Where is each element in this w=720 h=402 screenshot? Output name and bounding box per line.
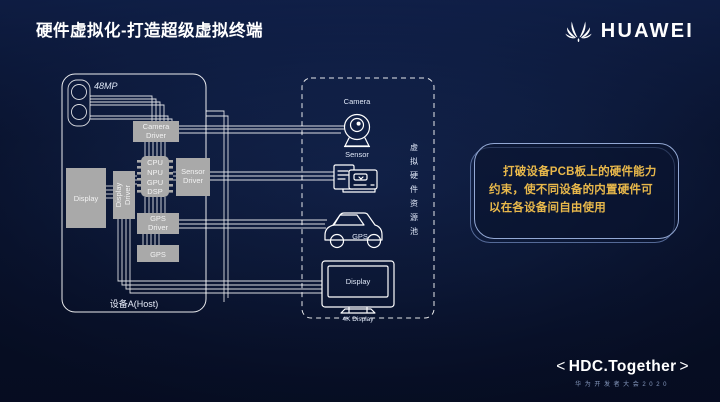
pool-display-caption: 4K Display (342, 316, 374, 323)
pool-sensor-label: Sensor (345, 150, 369, 159)
block-sensor-driver: Sensor Driver (176, 158, 210, 196)
host-device-outline (61, 73, 207, 313)
soc-label-gpu: GPU (147, 178, 163, 187)
virtual-pool-box (301, 77, 435, 319)
monitor-icon (321, 260, 395, 314)
block-gps-driver: GPS Driver (137, 213, 179, 234)
camera-bus-lines (90, 95, 173, 122)
soc-label-npu: NPU (147, 168, 163, 177)
callout-inner-border: 打破设备PCB板上的硬件能力约束，使不同设备的内置硬件可以在各设备间自由使用 (474, 143, 679, 239)
block-display-driver: Display Driver (113, 171, 135, 219)
display-driver-label-2: Driver (123, 184, 132, 205)
webcam-icon (343, 113, 371, 148)
brand-name-label: HUAWEI (600, 20, 694, 42)
huawei-flower-icon (565, 21, 592, 42)
display-driver-label-1: Display (114, 182, 123, 207)
footer-hdc-label: HDC.Together (568, 358, 677, 375)
soc-label-cpu: CPU (147, 158, 163, 167)
gps-driver-to-gps-lines (142, 234, 160, 245)
camera-mp-label: 48MP (94, 81, 118, 91)
display-to-driver-lines (106, 185, 113, 199)
callout-box: 打破设备PCB板上的硬件能力约束，使不同设备的内置硬件可以在各设备间自由使用 (470, 143, 679, 243)
block-display: Display (66, 168, 106, 228)
host-device-label: 设备A(Host) (110, 298, 159, 309)
soc-label-dsp: DSP (147, 187, 162, 196)
pool-camera-label: Camera (344, 97, 372, 106)
driver-to-soc-lines (135, 175, 137, 185)
footer-angle-close: > (679, 358, 689, 375)
camera-driver-to-soc-lines (144, 142, 166, 157)
camera-driver-label-2: Driver (146, 131, 167, 140)
gps-driver-label-2: Driver (148, 223, 169, 232)
display-block-label: Display (74, 194, 99, 203)
pool-display-label: Display (346, 277, 371, 286)
sensor-driver-label-2: Driver (183, 176, 204, 185)
huawei-brand: HUAWEI (565, 20, 694, 43)
page-title: 硬件虚拟化-打造超级虚拟终端 (36, 22, 263, 40)
footer-angle-open: < (556, 358, 566, 375)
sensor-driver-label-1: Sensor (181, 167, 205, 176)
soc-to-gps-driver-lines (144, 197, 166, 213)
footer-logo: <HDC.Together> 华为开发者大会2020 (553, 358, 692, 388)
virtual-pool-vertical-label: 虚拟硬件资源池 (410, 142, 418, 236)
footer-sub-text: 华为开发者大会2020 (575, 382, 671, 388)
callout-text: 打破设备PCB板上的硬件能力约束，使不同设备的内置硬件可以在各设备间自由使用 (489, 166, 657, 214)
footer-main-text: <HDC.Together> (553, 358, 692, 376)
virtualization-bus-lines (117, 110, 344, 302)
block-camera-driver: Camera Driver (133, 121, 179, 142)
block-gps: GPS (137, 245, 179, 262)
block-soc-chip: CPU NPU GPU DSP (137, 156, 173, 197)
gps-driver-label-1: GPS (150, 214, 166, 223)
sensor-device-icon (333, 164, 378, 193)
car-icon (324, 212, 383, 249)
gps-block-label: GPS (150, 250, 166, 259)
camera-module-48mp (67, 79, 91, 127)
camera-driver-label-1: Camera (143, 122, 171, 131)
svg-text:虚拟硬件资源池: 虚拟硬件资源池 (410, 142, 418, 236)
pool-gps-label: GPS (352, 232, 368, 241)
soc-to-sensor-driver-lines (173, 171, 176, 181)
